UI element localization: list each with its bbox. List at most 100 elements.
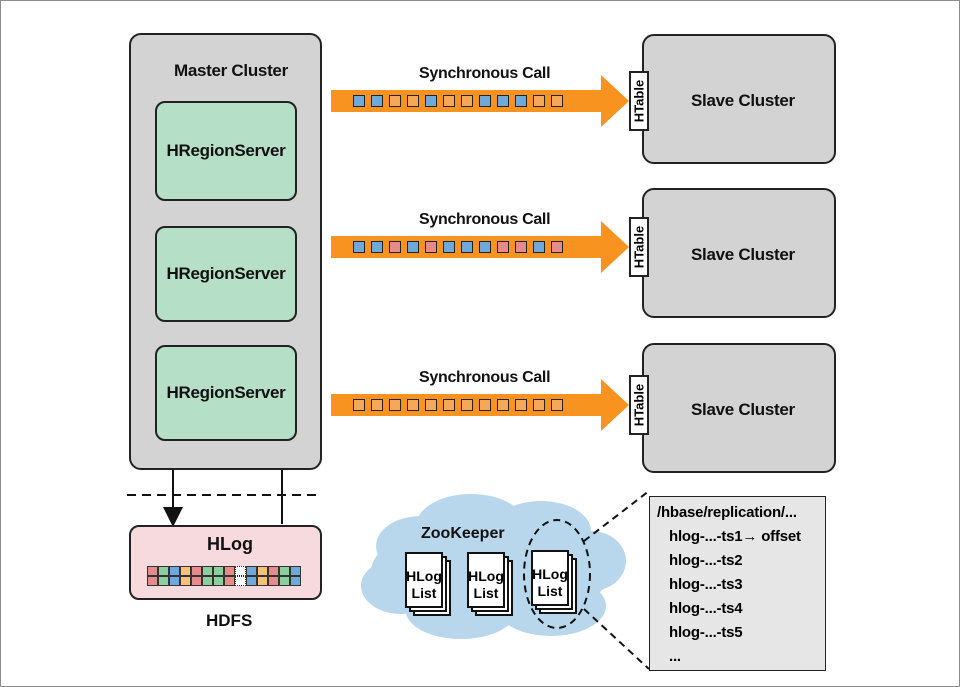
queued-edit-square [353,95,365,107]
hlog-entry-cell [290,576,301,586]
hlog-entry-cell [246,566,257,576]
queued-edit-square [497,241,509,253]
region-server-2[interactable]: HRegionServer [155,226,297,322]
hlog-box [129,525,322,600]
hlog-entry-cell [224,576,235,586]
queued-edit-square [389,95,401,107]
zookeeper-label: ZooKeeper [421,525,505,542]
slave-cluster-1 [642,34,836,164]
hdfs-label: HDFS [206,611,253,630]
queued-edit-square [425,95,437,107]
replication-path-header: /hbase/replication/... [657,504,797,521]
htable-tab-3: HTable [629,375,649,435]
htable-tab-1: HTable [629,71,649,131]
replication-entry: hlog-...-ts5 [669,624,743,641]
queued-edit-square [551,95,563,107]
hlog-entry-cell [158,566,169,576]
region-server-label: HRegionServer [166,383,286,402]
call-label-2: Synchronous Call [419,211,551,228]
hlog-entry-cell [257,576,268,586]
region-server-label: HRegionServer [166,264,286,283]
call-label-3: Synchronous Call [419,369,551,386]
queued-edit-square [407,399,419,411]
queued-edit-square [461,95,473,107]
replication-entry: hlog-...-ts2 [669,552,743,569]
hlog-list-doc-2[interactable] [467,552,505,608]
queued-edit-square [479,399,491,411]
slave-cluster-2 [642,188,836,318]
queued-edit-square [461,399,473,411]
queued-edit-square [425,241,437,253]
replication-entry: ... [669,648,681,665]
queued-edit-square [533,241,545,253]
queued-edit-square [389,399,401,411]
hlog-entry-cell [147,566,158,576]
queued-edit-square [461,241,473,253]
slave-cluster-label: Slave Cluster [691,91,795,110]
hlog-entry-cell [213,566,224,576]
hlog-list-doc-3[interactable] [531,550,569,606]
replication-entry: hlog-...-ts3 [669,576,743,593]
hlog-entry-cell [268,576,279,586]
queued-edit-square [551,241,563,253]
hlog-entry-cell [290,566,301,576]
queued-edit-square [353,241,365,253]
hlog-entry-cell [169,576,180,586]
queued-edit-square [371,399,383,411]
hlog-entry-cell [147,576,158,586]
queued-edit-square [551,399,563,411]
hlog-entry-cell [257,566,268,576]
hlog-entry-cell [213,576,224,586]
hlog-entry-cell [246,576,257,586]
hlog-entry-cell [180,566,191,576]
hlog-entry-cell [169,566,180,576]
hlog-entry-cell [268,566,279,576]
queued-edit-square [515,241,527,253]
queued-edit-square [497,95,509,107]
master-cluster-title: Master Cluster [174,61,288,80]
queued-edit-square [533,399,545,411]
queued-edit-square [479,241,491,253]
highlight-ellipse [523,519,591,629]
hlog-entry-cell [191,576,202,586]
queued-edit-square [479,95,491,107]
hlog-entry-cell [279,566,290,576]
call-label-1: Synchronous Call [419,65,551,82]
queued-edit-square [443,399,455,411]
callout-line-bottom [583,608,650,670]
queued-edit-square [371,241,383,253]
queued-edit-square [533,95,545,107]
queued-edit-square [515,95,527,107]
callout-line-top [583,490,650,542]
queued-edit-square [371,95,383,107]
hlog-entry-cell [158,576,169,586]
queued-edit-square [389,241,401,253]
hlog-entry-cell [279,576,290,586]
hlog-entry-cell [224,566,235,576]
replication-entry: hlog-...-ts1→ offset [669,528,801,545]
region-server-1[interactable]: HRegionServer [155,101,297,201]
queued-edit-square [443,95,455,107]
queued-edit-square [407,95,419,107]
slave-cluster-label: Slave Cluster [691,245,795,264]
queued-edit-square [497,399,509,411]
queued-edit-square [425,399,437,411]
queued-edit-square [443,241,455,253]
region-server-3[interactable]: HRegionServer [155,345,297,441]
slave-cluster-label: Slave Cluster [691,400,795,419]
slave-cluster-3 [642,343,836,473]
hlog-entry-cell [235,576,246,586]
region-server-label: HRegionServer [166,141,286,160]
queued-edit-square [515,399,527,411]
hlog-title: HLog [207,534,253,554]
hlog-entry-cell [191,566,202,576]
queued-edit-square [353,399,365,411]
hlog-entry-cell [180,576,191,586]
hlog-entry-cell [202,566,213,576]
htable-tab-2: HTable [629,217,649,277]
hlog-list-doc-1[interactable] [405,552,443,608]
